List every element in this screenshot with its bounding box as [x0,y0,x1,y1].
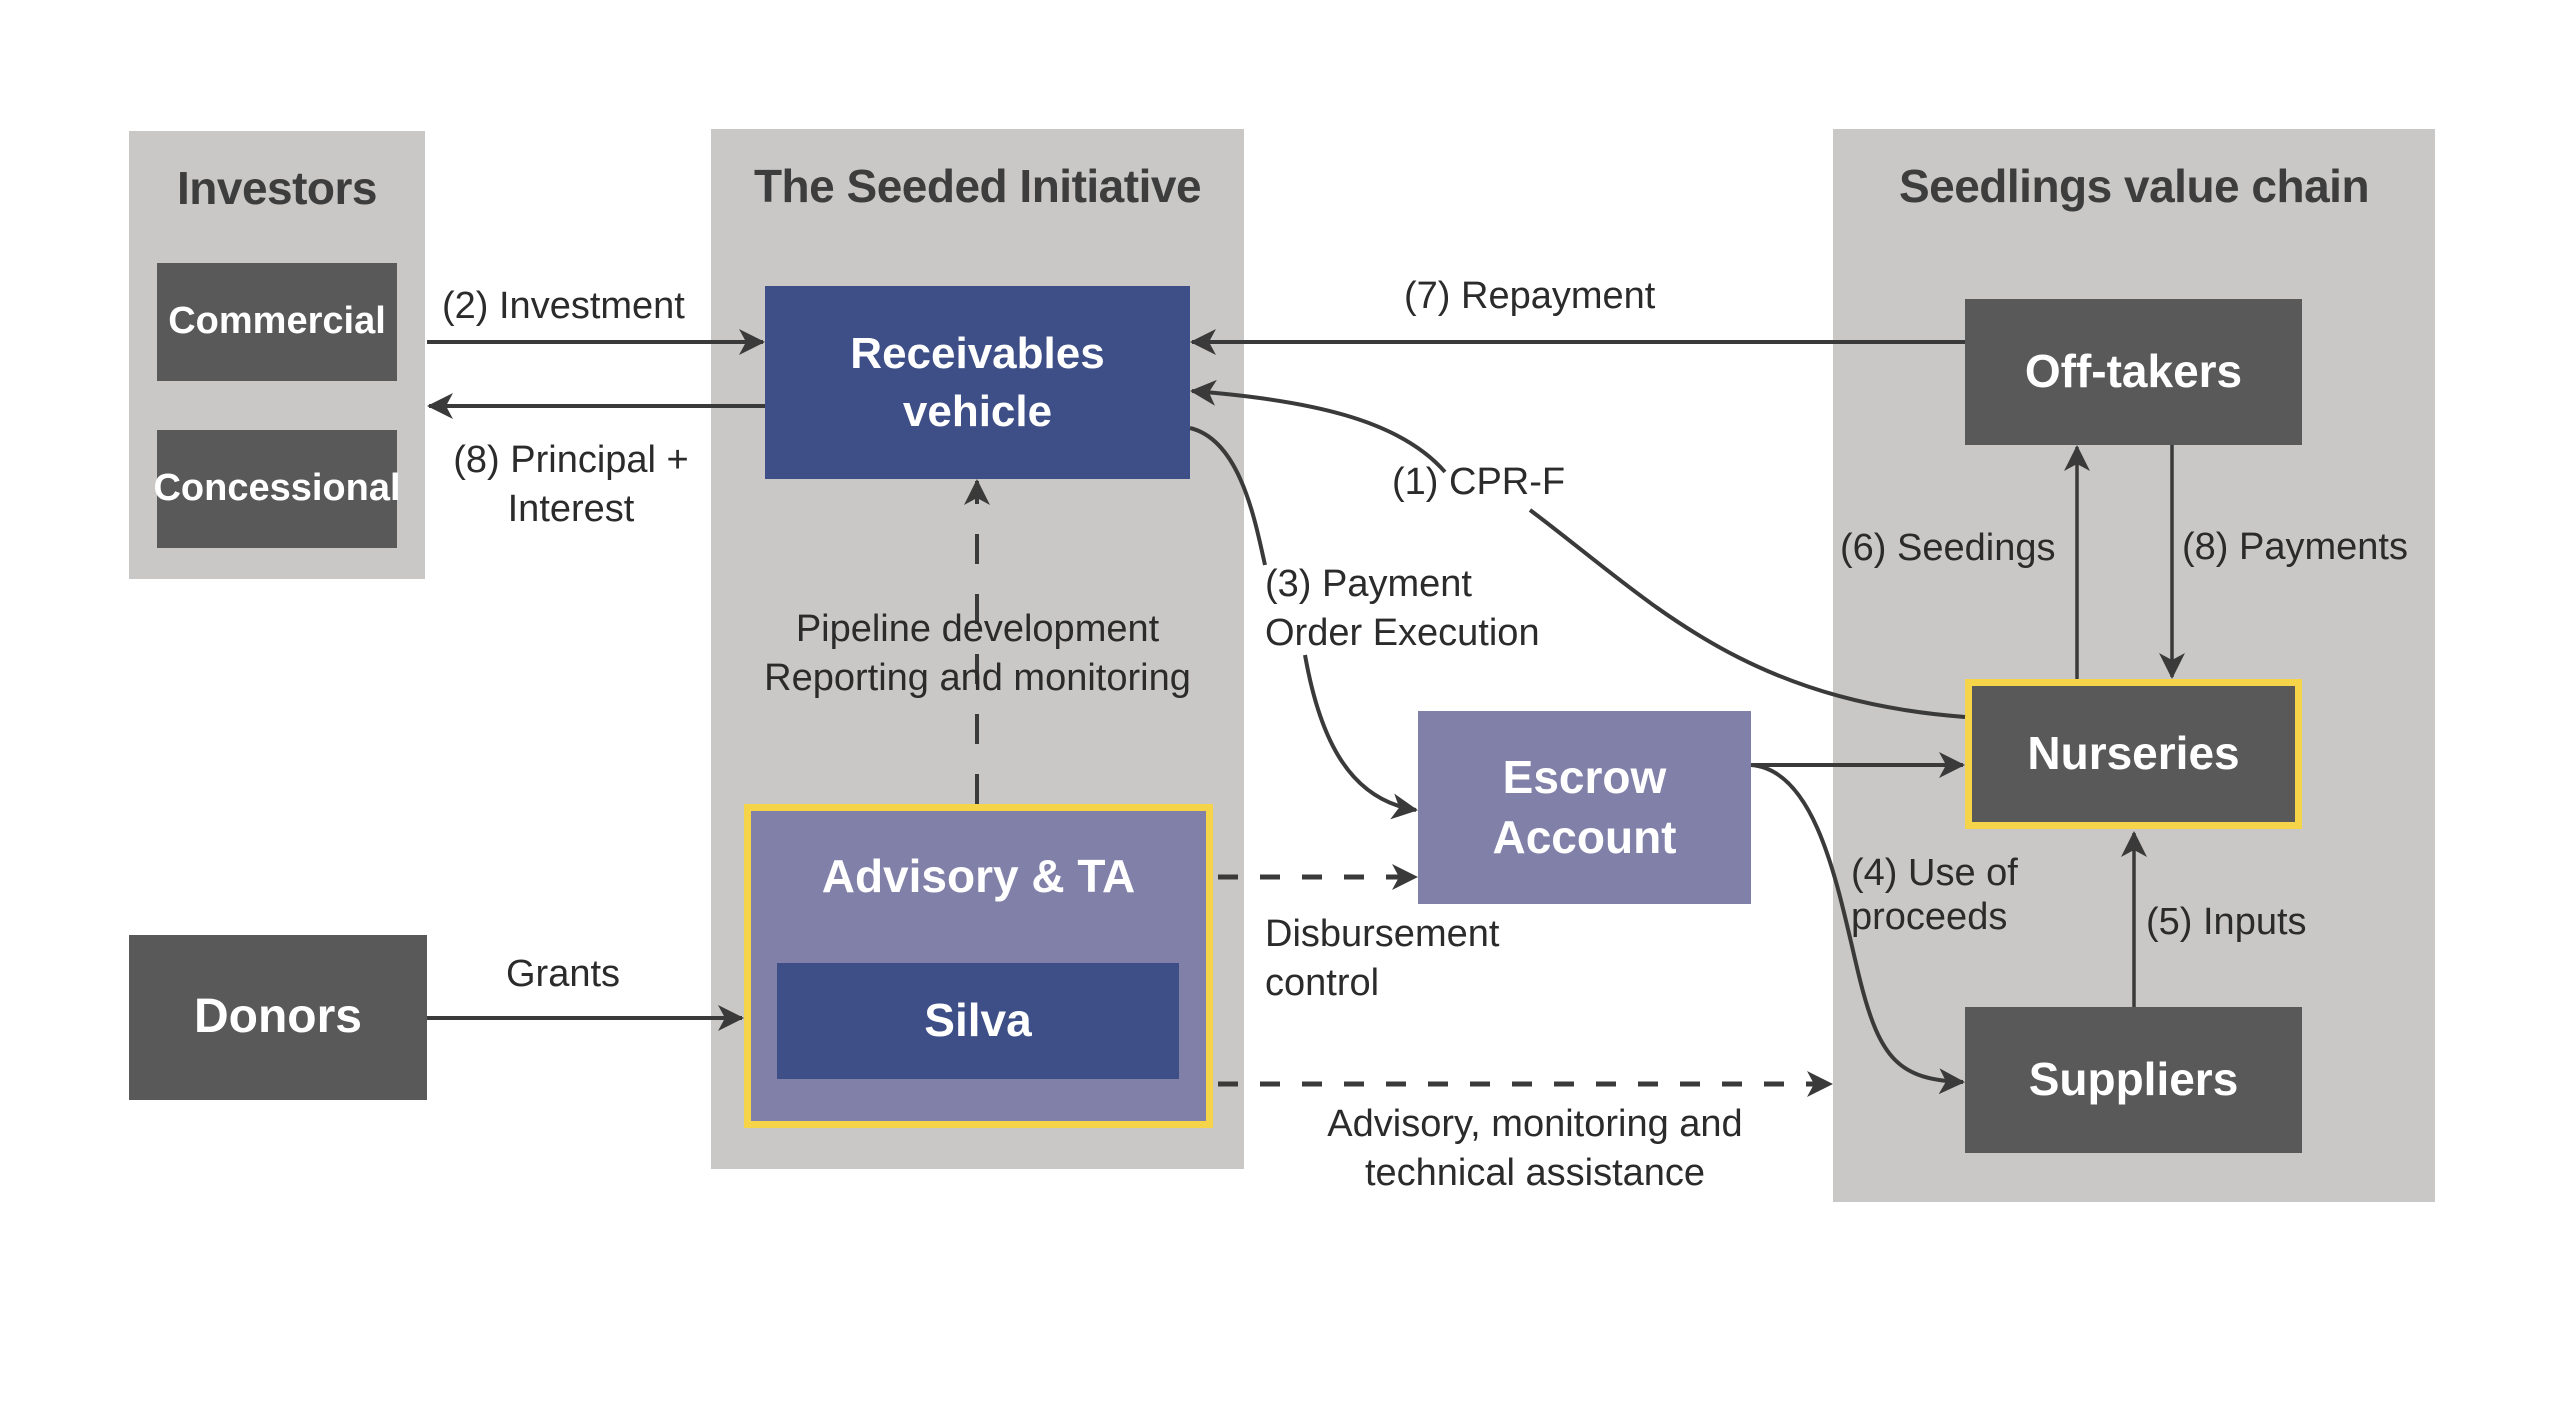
concessional-label: Concessional [153,467,401,510]
advisory-ta-label: Advisory & TA [821,850,1136,902]
payments-label: (8) Payments [2182,526,2408,568]
use-of-proceeds-label: (4) Use of proceeds [1851,852,2018,939]
principal-label: (8) Principal + Interest [440,436,702,535]
repayment-label: (7) Repayment [1404,275,1656,317]
offtakers-label: Off-takers [2024,345,2243,398]
advisory-monitoring-line2: technical assistance [1364,1152,1706,1195]
donors-label: Donors [194,990,362,1044]
use-of-proceeds-line2: proceeds [1851,895,2008,938]
use-of-proceeds-line1: (4) Use of [1851,852,2018,894]
disbursement-label-line1: Disbursement [1265,913,1500,955]
disbursement-label: Disbursement control [1265,910,1499,1009]
grants-label: Grants [506,953,621,995]
advisory-monitoring-line1: Advisory, monitoring and [1327,1103,1743,1145]
receivables-vehicle-box[interactable]: Receivables vehicle [765,286,1190,479]
value-chain-title: Seedlings value chain [1898,160,2370,212]
offtakers-box[interactable]: Off-takers [1965,299,2302,445]
nurseries-label: Nurseries [2027,727,2240,780]
inputs-label: (5) Inputs [2146,901,2307,943]
disbursement-label-line2: control [1265,962,1380,1005]
seeded-initiative-title: The Seeded Initiative [753,160,1202,212]
investment-label: (2) Investment [442,285,685,327]
escrow-label-line2: Account [1492,810,1677,863]
principal-label-line1: (8) Principal + [453,439,689,481]
receivables-label-line1: Receivables [850,329,1105,379]
receivables-label-line2: vehicle [902,386,1053,436]
use-of-proceeds-arrow [1750,763,1965,1095]
commercial-label: Commercial [168,300,386,343]
suppliers-box[interactable]: Suppliers [1965,1007,2302,1153]
pipeline-label-line2: Reporting and monitoring [764,657,1191,700]
commercial-box[interactable]: Commercial [157,263,397,381]
nurseries-box[interactable]: Nurseries [1965,679,2302,829]
suppliers-label: Suppliers [2028,1053,2239,1106]
payment-order-label-line1: (3) Payment [1265,563,1472,605]
silva-label: Silva [924,994,1032,1047]
pipeline-label-line1: Pipeline development [795,608,1160,650]
pipeline-label: Pipeline development Reporting and monit… [711,605,1244,704]
silva-box[interactable]: Silva [777,963,1179,1079]
payment-order-label-line2: Order Execution [1265,612,1540,655]
seedings-label: (6) Seedings [1840,527,2056,569]
cprf-label: (1) CPR-F [1392,461,1566,503]
payment-order-arrow [1189,426,1416,810]
donors-box[interactable]: Donors [129,935,427,1100]
advisory-monitoring-label: Advisory, monitoring and technical assis… [1290,1100,1780,1199]
principal-label-line2: Interest [507,488,635,531]
escrow-account-box[interactable]: Escrow Account [1418,711,1751,904]
investors-title: Investors [176,162,378,214]
escrow-label-line1: Escrow [1502,750,1667,803]
concessional-box[interactable]: Concessional [153,430,401,548]
cprf-arrow [1192,391,1966,719]
payment-order-label: (3) Payment Order Execution [1265,560,1540,659]
